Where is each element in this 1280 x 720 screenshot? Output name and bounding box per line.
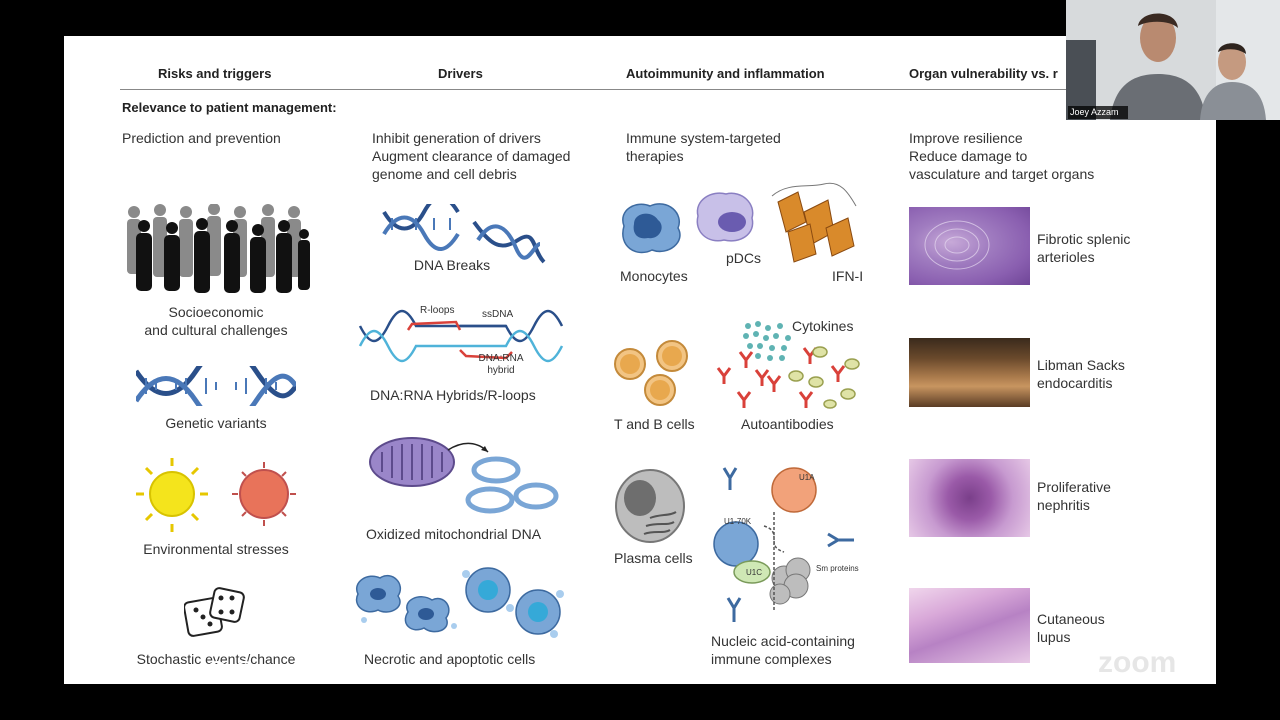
sm-label: Sm proteins [816,564,859,573]
organ-fibrotic-1: Fibrotic splenic [1037,231,1131,247]
organ-libman-2: endocarditis [1037,375,1113,391]
hybrid-label-1: DNA:RNA [478,353,524,364]
organ-cutaneous-2: lupus [1037,629,1071,645]
mitochondria-illustration [369,437,559,514]
zoom-watermark: zoom [1098,646,1177,679]
forward-icon: → [235,661,255,681]
ifn-protein-illustration [771,182,857,263]
organ-relevance-2: Reduce damage to [909,148,1028,164]
immune-pdcs: pDCs [726,250,762,266]
relevance-label: Relevance to patient management: [122,100,337,115]
organ-fibrotic-2: arterioles [1037,249,1095,265]
risks-genetic: Genetic variants [165,415,267,431]
organ-libman-1: Libman Sacks [1037,357,1125,373]
pen-button[interactable]: ✎ [94,660,116,682]
drivers-mito: Oxidized mitochondrial DNA [366,526,542,542]
rloops-illustration [358,309,564,363]
back-icon: ← [67,661,87,681]
sun-and-virus-illustration [136,458,296,532]
immune-tb-cells: T and B cells [614,416,695,432]
cc-icon: CC [151,664,171,681]
hybrid-label-2: hybrid [487,365,515,376]
risks-socio-1: Socioeconomic [168,304,264,320]
captions-button[interactable]: CC [150,660,172,682]
dice-icon [184,587,245,637]
drivers-hybrids: DNA:RNA Hybrids/R-loops [370,387,536,403]
header-drivers: Drivers [438,66,483,81]
pen-icon: ✎ [98,663,112,680]
immune-relevance-2: therapies [626,148,684,164]
pdc-illustration [696,192,754,242]
immune-cytokines: Cytokines [792,318,854,334]
risks-relevance: Prediction and prevention [122,130,281,146]
monocyte-illustration [622,203,681,254]
presentation-controls: ← ✎ CC ••• → [66,660,256,682]
back-button[interactable]: ← [66,660,88,682]
immune-plasma: Plasma cells [614,550,693,566]
header-autoimmunity: Autoimmunity and inflammation [626,66,825,81]
fibrotic-histology-image [909,207,1030,285]
risks-environmental: Environmental stresses [143,541,289,557]
participants-video [1066,0,1280,120]
u1c-label: U1C [746,568,763,577]
risks-socio-2: and cultural challenges [144,322,288,338]
magnifier-icon [125,663,141,679]
drivers-relevance-3: genome and cell debris [372,166,517,182]
nephritis-histology-image [909,459,1030,537]
immune-nucleic-1: Nucleic acid-containing [711,633,855,649]
u1a-label: U1A [799,473,815,482]
webcam-name-label: Joey Azzam [1070,107,1119,117]
organ-relevance-3: vasculature and target organs [909,166,1095,182]
drivers-necrotic: Necrotic and apoptotic cells [364,651,536,667]
ssdna-label: ssDNA [482,309,514,320]
camera-button[interactable] [178,660,200,682]
immune-autoantibodies: Autoantibodies [741,416,834,432]
immune-nucleic-2: immune complexes [711,651,832,667]
u170k-label: U1-70K [724,517,752,526]
header-rule [120,89,1216,90]
crowd-illustration [127,204,310,293]
dna-helix-genetic [136,366,296,406]
immune-monocytes: Monocytes [620,268,688,284]
tb-cells-illustration [614,340,688,406]
cutaneous-histology-image [909,588,1030,663]
drivers-dna-breaks: DNA Breaks [413,257,491,273]
more-icon: ••• [207,661,227,681]
organ-cutaneous-1: Cutaneous [1037,611,1105,627]
immune-ifn: IFN-I [832,268,864,284]
header-organ: Organ vulnerability vs. r [909,66,1058,81]
risks-stochastic: Stochastic events/chance [136,651,296,667]
rloops-label: R-loops [420,305,455,316]
plasma-cell-illustration [615,469,685,543]
autoantibodies-illustration [716,346,860,409]
zoom-button[interactable] [122,660,144,682]
drivers-relevance-1: Inhibit generation of drivers [372,130,541,146]
slide: Risks and triggers Drivers Autoimmunity … [64,36,1216,684]
webcam-thumbnail[interactable]: Joey Azzam [1066,0,1280,120]
camera-icon [179,666,199,677]
drivers-relevance-2: Augment clearance of damaged [372,148,571,164]
immune-relevance-1: Immune system-targeted [626,130,781,146]
organ-prolif-2: nephritis [1037,497,1090,513]
header-risks: Risks and triggers [158,66,272,81]
organ-prolif-1: Proliferative [1037,479,1111,495]
dna-breaks-illustration [382,204,546,264]
immune-complex-illustration [713,467,854,622]
cytokines-dots-icon [743,321,791,361]
necrotic-cells-illustration [355,567,564,638]
organ-relevance-1: Improve resilience [909,130,1023,146]
forward-button[interactable]: → [234,660,256,682]
more-button[interactable]: ••• [206,660,228,682]
endocarditis-image [909,338,1030,407]
